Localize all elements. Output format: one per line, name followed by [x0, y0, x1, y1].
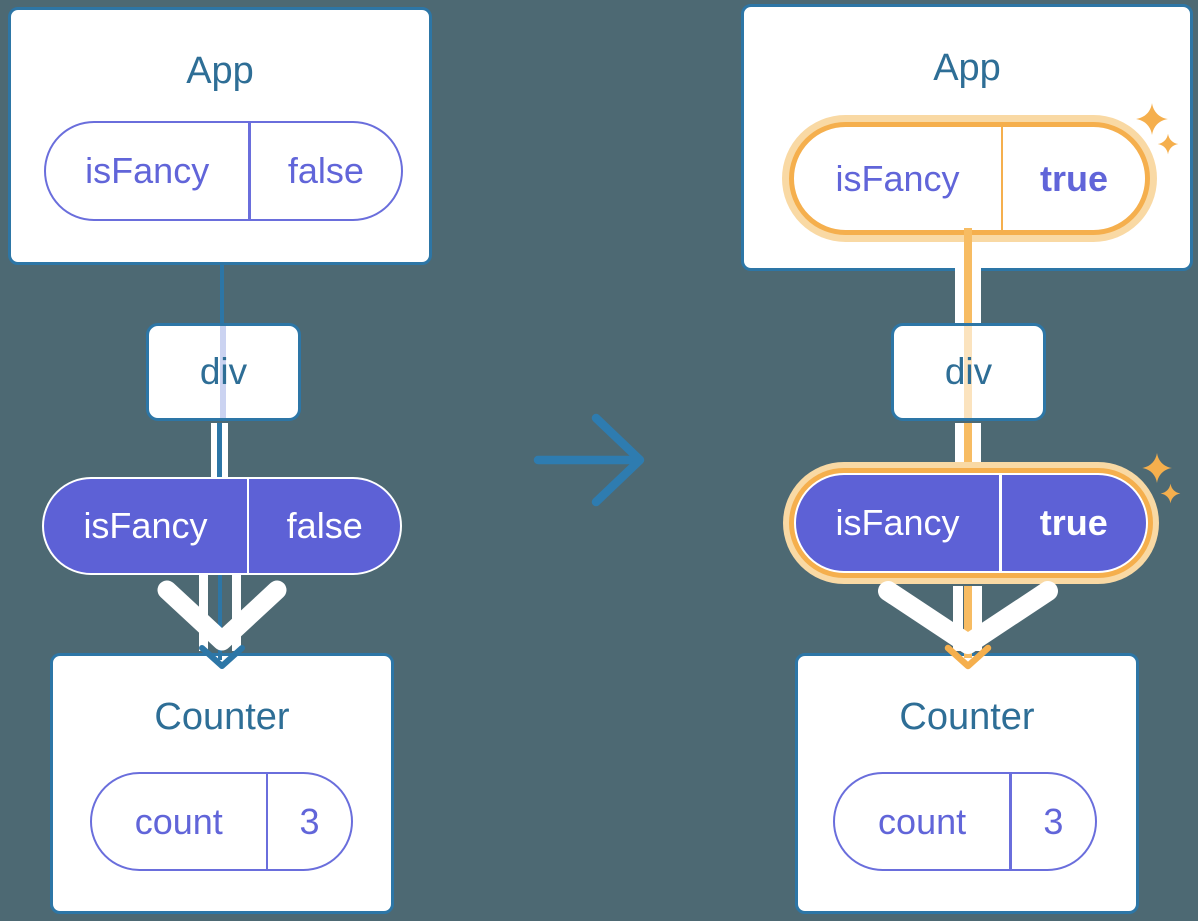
prop-flow-through-line	[964, 326, 972, 418]
pill-divider	[999, 475, 1002, 571]
prop-pill-highlighted: isFancy true	[794, 473, 1148, 573]
arrow-down-icon	[944, 644, 992, 670]
state-value: 3	[299, 800, 320, 842]
state-value: true	[1040, 157, 1109, 199]
prop-pipe-right-bar	[972, 586, 982, 651]
state-name: count	[878, 800, 967, 842]
state-value: false	[287, 150, 364, 191]
sparkle-icon	[1136, 103, 1168, 135]
prop-value: true	[1039, 502, 1108, 543]
prop-pipe-left-bar	[953, 586, 963, 651]
pill-divider	[265, 774, 269, 869]
counter-component-card: Counter count 3	[795, 653, 1139, 914]
state-name: isFancy	[85, 150, 210, 191]
element-title: div	[199, 351, 248, 392]
prop-pipe-left-bar	[211, 423, 217, 479]
prop-pipe-right-bar	[972, 258, 981, 325]
prop-flow-arrow-icon	[157, 580, 287, 651]
element-title: div	[944, 351, 993, 392]
state-name: isFancy	[835, 157, 960, 199]
prop-pill: isFancy false	[42, 477, 402, 575]
pill-divider	[246, 479, 250, 573]
prop-pipe-right-bar	[222, 423, 228, 479]
app-component-card: App isFancy false	[8, 7, 432, 265]
prop-name: isFancy	[83, 505, 208, 546]
prop-value: false	[286, 505, 363, 546]
component-title: App	[186, 50, 254, 92]
state-flow-line	[218, 575, 222, 660]
pill-divider	[1001, 127, 1004, 230]
arrow-down-icon	[199, 645, 245, 669]
state-value: 3	[1043, 800, 1064, 842]
pill-divider	[248, 123, 251, 219]
state-name: count	[134, 800, 223, 842]
state-flow-line-highlighted	[964, 586, 972, 658]
sparkle-icon	[1160, 483, 1181, 504]
prop-flow-arrow-icon	[878, 581, 1058, 654]
prop-pipe-right-bar	[972, 423, 981, 470]
component-title: App	[933, 47, 1001, 89]
div-element-box: div	[146, 323, 301, 421]
prop-pipe-right-bar	[232, 575, 241, 651]
sparkle-icon	[1157, 133, 1179, 155]
component-title: Counter	[899, 696, 1035, 738]
counter-component-card: Counter count 3	[50, 653, 394, 914]
state-pill: count 3	[90, 772, 353, 871]
prop-name: isFancy	[835, 502, 960, 543]
state-flow-line	[220, 264, 224, 325]
app-component-card: App isFancy true	[741, 4, 1193, 271]
state-pill: count 3	[833, 772, 1097, 871]
prop-pipe-left-bar	[955, 258, 964, 325]
prop-pipe-center-line	[964, 423, 972, 473]
state-pill: isFancy false	[44, 121, 403, 221]
arrow-right-icon	[533, 413, 645, 507]
pill-divider	[1009, 774, 1012, 869]
prop-flow-through-line	[220, 326, 226, 418]
prop-pipe-left-bar	[955, 423, 964, 470]
state-pill-highlighted: isFancy true	[789, 122, 1150, 235]
prop-pipe-center-line	[217, 423, 222, 479]
state-flow-line-highlighted	[964, 228, 972, 326]
sparkle-icon	[1142, 453, 1172, 483]
component-title: Counter	[154, 696, 290, 738]
div-element-box: div	[891, 323, 1046, 421]
